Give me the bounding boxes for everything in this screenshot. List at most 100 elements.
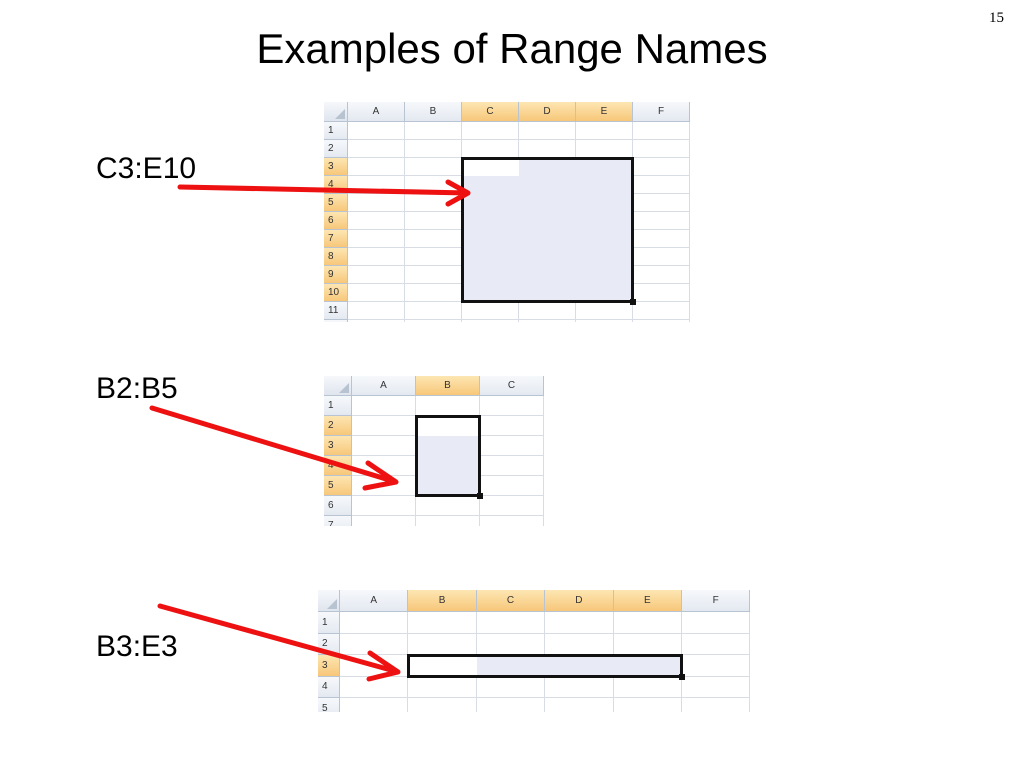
row-header-7[interactable]: 7 (324, 516, 352, 526)
cell[interactable] (462, 320, 519, 322)
column-header-a[interactable]: A (340, 590, 409, 612)
cell[interactable] (633, 176, 690, 194)
cell[interactable] (340, 676, 409, 698)
cell[interactable] (480, 476, 544, 496)
cell[interactable] (476, 612, 546, 634)
column-header-d[interactable]: D (519, 102, 576, 122)
cell[interactable] (348, 284, 405, 302)
cell[interactable] (408, 676, 477, 698)
cell[interactable] (348, 248, 405, 266)
cell[interactable] (576, 122, 633, 140)
cell[interactable] (613, 676, 682, 698)
row-header-8[interactable]: 8 (324, 248, 348, 266)
column-header-b[interactable]: B (405, 102, 462, 122)
column-header-d[interactable]: D (545, 590, 614, 612)
row-header-3[interactable]: 3 (324, 158, 348, 176)
cell[interactable] (405, 320, 462, 322)
row-header-5[interactable]: 5 (324, 476, 352, 496)
column-header-c[interactable]: C (476, 590, 546, 612)
cell[interactable] (633, 302, 690, 320)
row-header-9[interactable]: 9 (324, 266, 348, 284)
row-header-2[interactable]: 2 (324, 140, 348, 158)
cell[interactable] (416, 516, 480, 526)
cell[interactable] (519, 320, 576, 322)
row-header-10[interactable]: 10 (324, 284, 348, 302)
cell[interactable] (340, 698, 409, 712)
column-header-b[interactable]: B (408, 590, 477, 612)
column-header-f[interactable]: F (682, 590, 751, 612)
cell[interactable] (352, 496, 416, 516)
cell[interactable] (682, 676, 751, 698)
cell[interactable] (682, 698, 751, 712)
cell[interactable] (476, 698, 546, 712)
active-cell[interactable] (408, 655, 477, 677)
cell[interactable] (633, 212, 690, 230)
row-header-4[interactable]: 4 (318, 676, 340, 698)
column-header-a[interactable]: A (348, 102, 405, 122)
cell[interactable] (633, 122, 690, 140)
cell[interactable] (480, 436, 544, 456)
cell[interactable] (405, 122, 462, 140)
row-header-3[interactable]: 3 (318, 655, 340, 677)
active-cell[interactable] (416, 416, 480, 436)
cell[interactable] (633, 284, 690, 302)
cell[interactable] (545, 676, 614, 698)
row-header-1[interactable]: 1 (324, 122, 348, 140)
column-header-c[interactable]: C (462, 102, 519, 122)
cell[interactable] (476, 676, 546, 698)
cell[interactable] (405, 140, 462, 158)
row-header-1[interactable]: 1 (318, 612, 340, 634)
cell[interactable] (352, 396, 416, 416)
column-header-c[interactable]: C (480, 376, 544, 396)
cell[interactable] (545, 612, 614, 634)
cell[interactable] (576, 320, 633, 322)
row-header-11[interactable]: 11 (324, 302, 348, 320)
cell[interactable] (348, 194, 405, 212)
select-all-corner[interactable] (324, 376, 352, 396)
row-header-6[interactable]: 6 (324, 496, 352, 516)
cell[interactable] (416, 496, 480, 516)
cell[interactable] (633, 266, 690, 284)
cell[interactable] (519, 122, 576, 140)
cell[interactable] (480, 516, 544, 526)
row-header-5[interactable]: 5 (318, 698, 340, 712)
cell[interactable] (348, 140, 405, 158)
cell[interactable] (682, 633, 751, 655)
column-header-f[interactable]: F (633, 102, 690, 122)
active-cell[interactable] (462, 158, 519, 176)
cell[interactable] (633, 320, 690, 322)
cell[interactable] (633, 158, 690, 176)
row-header-2[interactable]: 2 (324, 416, 352, 436)
cell[interactable] (633, 230, 690, 248)
column-header-e[interactable]: E (613, 590, 682, 612)
cell[interactable] (348, 230, 405, 248)
cell[interactable] (633, 248, 690, 266)
row-header-3[interactable]: 3 (324, 436, 352, 456)
cell[interactable] (462, 302, 519, 320)
select-all-corner[interactable] (318, 590, 340, 612)
cell[interactable] (408, 612, 477, 634)
cell[interactable] (340, 612, 409, 634)
cell[interactable] (633, 194, 690, 212)
cell[interactable] (633, 140, 690, 158)
fill-handle[interactable] (477, 493, 483, 499)
cell[interactable] (480, 496, 544, 516)
row-header-1[interactable]: 1 (324, 396, 352, 416)
column-header-e[interactable]: E (576, 102, 633, 122)
cell[interactable] (405, 302, 462, 320)
cell[interactable] (408, 698, 477, 712)
cell[interactable] (480, 416, 544, 436)
fill-handle[interactable] (679, 673, 685, 680)
column-header-b[interactable]: B (416, 376, 480, 396)
fill-handle[interactable] (630, 299, 636, 305)
cell[interactable] (480, 456, 544, 476)
select-all-corner[interactable] (324, 102, 348, 122)
cell[interactable] (348, 212, 405, 230)
cell[interactable] (348, 158, 405, 176)
cell[interactable] (348, 266, 405, 284)
cell[interactable] (576, 302, 633, 320)
row-header-7[interactable]: 7 (324, 230, 348, 248)
row-header-6[interactable]: 6 (324, 212, 348, 230)
cell[interactable] (545, 698, 614, 712)
cell[interactable] (613, 698, 682, 712)
